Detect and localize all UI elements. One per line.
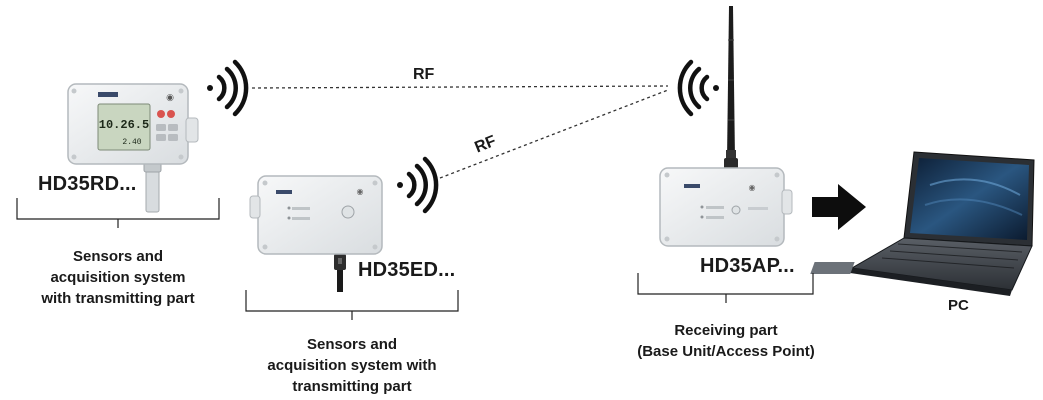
hd35ed-caption-line: Sensors and [306, 336, 398, 353]
lcd-sub-reading: 2.40 [122, 138, 141, 147]
lcd-display [97, 103, 151, 151]
hd35ed-caption-line: transmitting part [292, 378, 412, 395]
hd35rd-bracket [16, 198, 220, 228]
arrow-right-icon [812, 184, 866, 230]
pc-label: PC [948, 297, 969, 314]
hd35ed-device: ◉ [249, 175, 383, 292]
wifi-signal-icon [207, 59, 249, 117]
hd35ap-caption: Receiving part (Base Unit/Access Point) [621, 320, 831, 362]
svg-text:◉: ◉ [166, 92, 174, 102]
hd35ed-caption: Sensors and acquisition system with tran… [241, 334, 463, 397]
antenna-icon [724, 6, 738, 170]
hd35ap-model-label: HD35AP... [700, 255, 795, 277]
hd35rd-caption-line: Sensors and [72, 248, 164, 265]
laptop-icon [810, 151, 1035, 296]
hd35ed-model-label: HD35ED... [358, 259, 456, 281]
wifi-signal-icon [397, 156, 439, 214]
rf-link-line-top [251, 85, 669, 89]
hd35ap-device: ◉ [659, 6, 793, 247]
wifi-signal-icon [677, 59, 719, 117]
hd35ap-bracket [637, 273, 814, 303]
hd35ap-caption-line: (Base Unit/Access Point) [637, 343, 815, 360]
hd35rd-device: 10.26.5 2.40 ◉ [67, 83, 199, 213]
svg-text:◉: ◉ [357, 187, 364, 196]
hd35ed-bracket [245, 290, 459, 320]
hd35ap-caption-line: Receiving part [674, 322, 778, 339]
hd35rd-caption-line: acquisition system [50, 269, 186, 286]
svg-text:◉: ◉ [749, 183, 756, 192]
hd35rd-caption-line: with transmitting part [41, 290, 195, 307]
rf-link-line-lower [439, 89, 669, 179]
hd35rd-caption: Sensors and acquisition system with tran… [18, 246, 218, 309]
hd35rd-model-label: HD35RD... [38, 173, 137, 195]
hd35ed-caption-line: acquisition system with [267, 357, 437, 374]
rf-label-top: RF [413, 66, 435, 83]
lcd-reading: 10.26.5 [99, 118, 149, 132]
